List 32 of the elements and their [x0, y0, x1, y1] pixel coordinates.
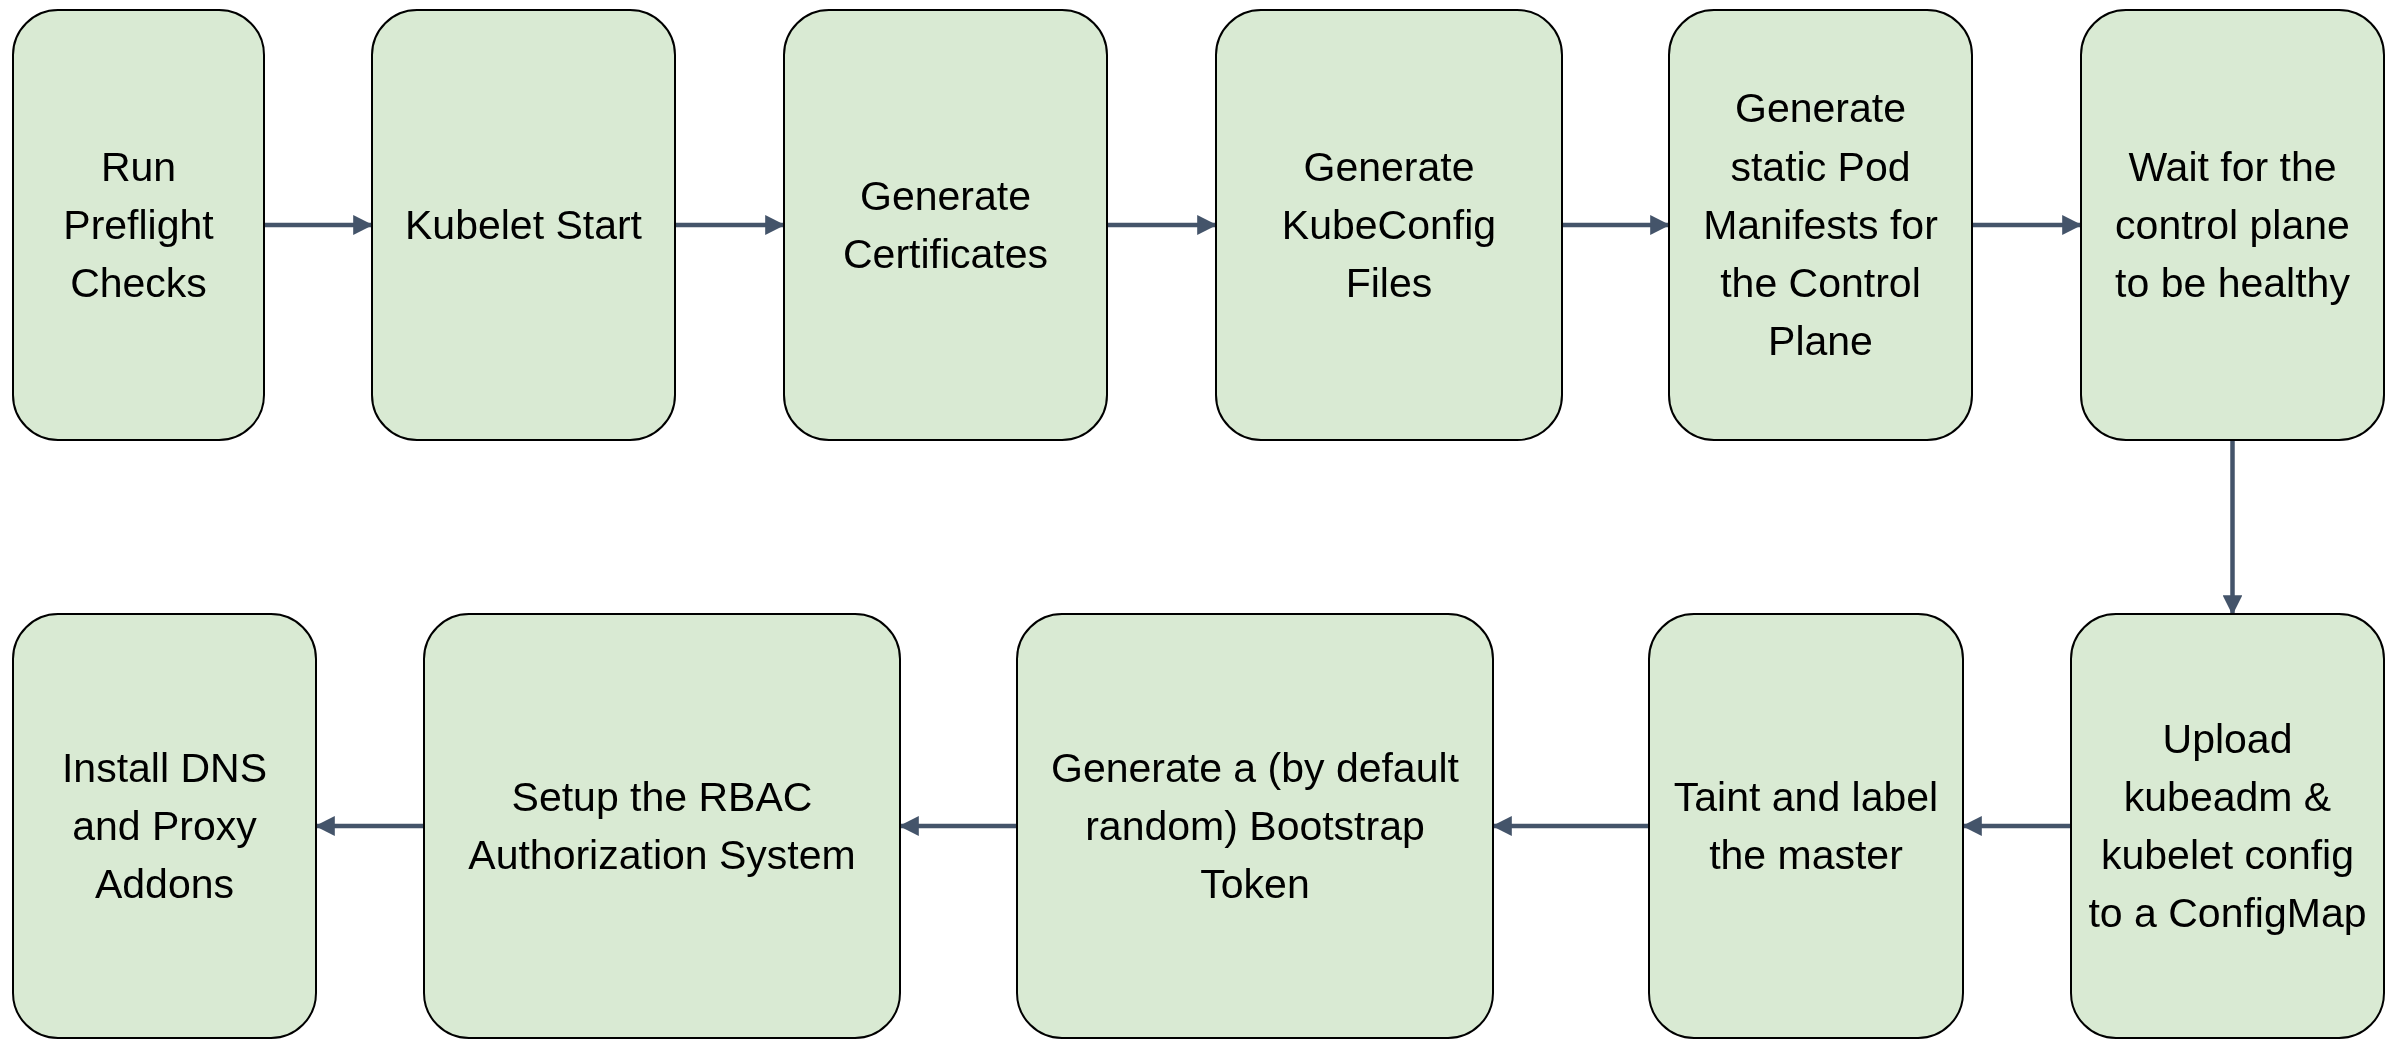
arrow: [676, 215, 785, 235]
process-box: [783, 9, 1108, 441]
step-text: Generate a (by default random) Bootstrap Token: [1050, 743, 1460, 910]
step-text: Generate Certificates: [841, 171, 1050, 279]
step-text: Generate KubeConfig Files: [1280, 142, 1498, 309]
process-box: [1648, 613, 1964, 1039]
step-text: Kubelet Start: [405, 200, 642, 250]
step-text: Install DNS and Proxy Addons: [60, 743, 269, 910]
arrow: [1492, 816, 1648, 836]
step-text: Generate static Pod Manifests for the Control Plane: [1702, 84, 1939, 367]
process-box: [2070, 613, 2385, 1039]
step-text: Upload kubeadm & kubelet config to a ConfigMap: [2088, 714, 2367, 939]
process-box: [1016, 613, 1494, 1039]
process-box: [371, 9, 676, 441]
arrow: [899, 816, 1016, 836]
arrow: [2222, 441, 2243, 615]
process-box: [2080, 9, 2385, 441]
process-box: [1215, 9, 1563, 441]
arrow: [1108, 215, 1217, 235]
process-box: [12, 9, 265, 441]
step-text: Setup the RBAC Authorization System: [467, 772, 857, 880]
arrow: [1563, 215, 1670, 235]
process-box: [12, 613, 317, 1039]
process-box: [423, 613, 901, 1039]
step-text: Wait for the control plane to be healthy: [2114, 142, 2351, 309]
arrow: [1962, 816, 2070, 836]
step-text: Run Preflight Checks: [62, 142, 215, 309]
process-box: [1668, 9, 1973, 441]
arrow: [265, 215, 373, 235]
arrow: [315, 816, 423, 836]
step-text: Taint and label the master: [1672, 772, 1940, 880]
arrow: [1973, 215, 2082, 235]
